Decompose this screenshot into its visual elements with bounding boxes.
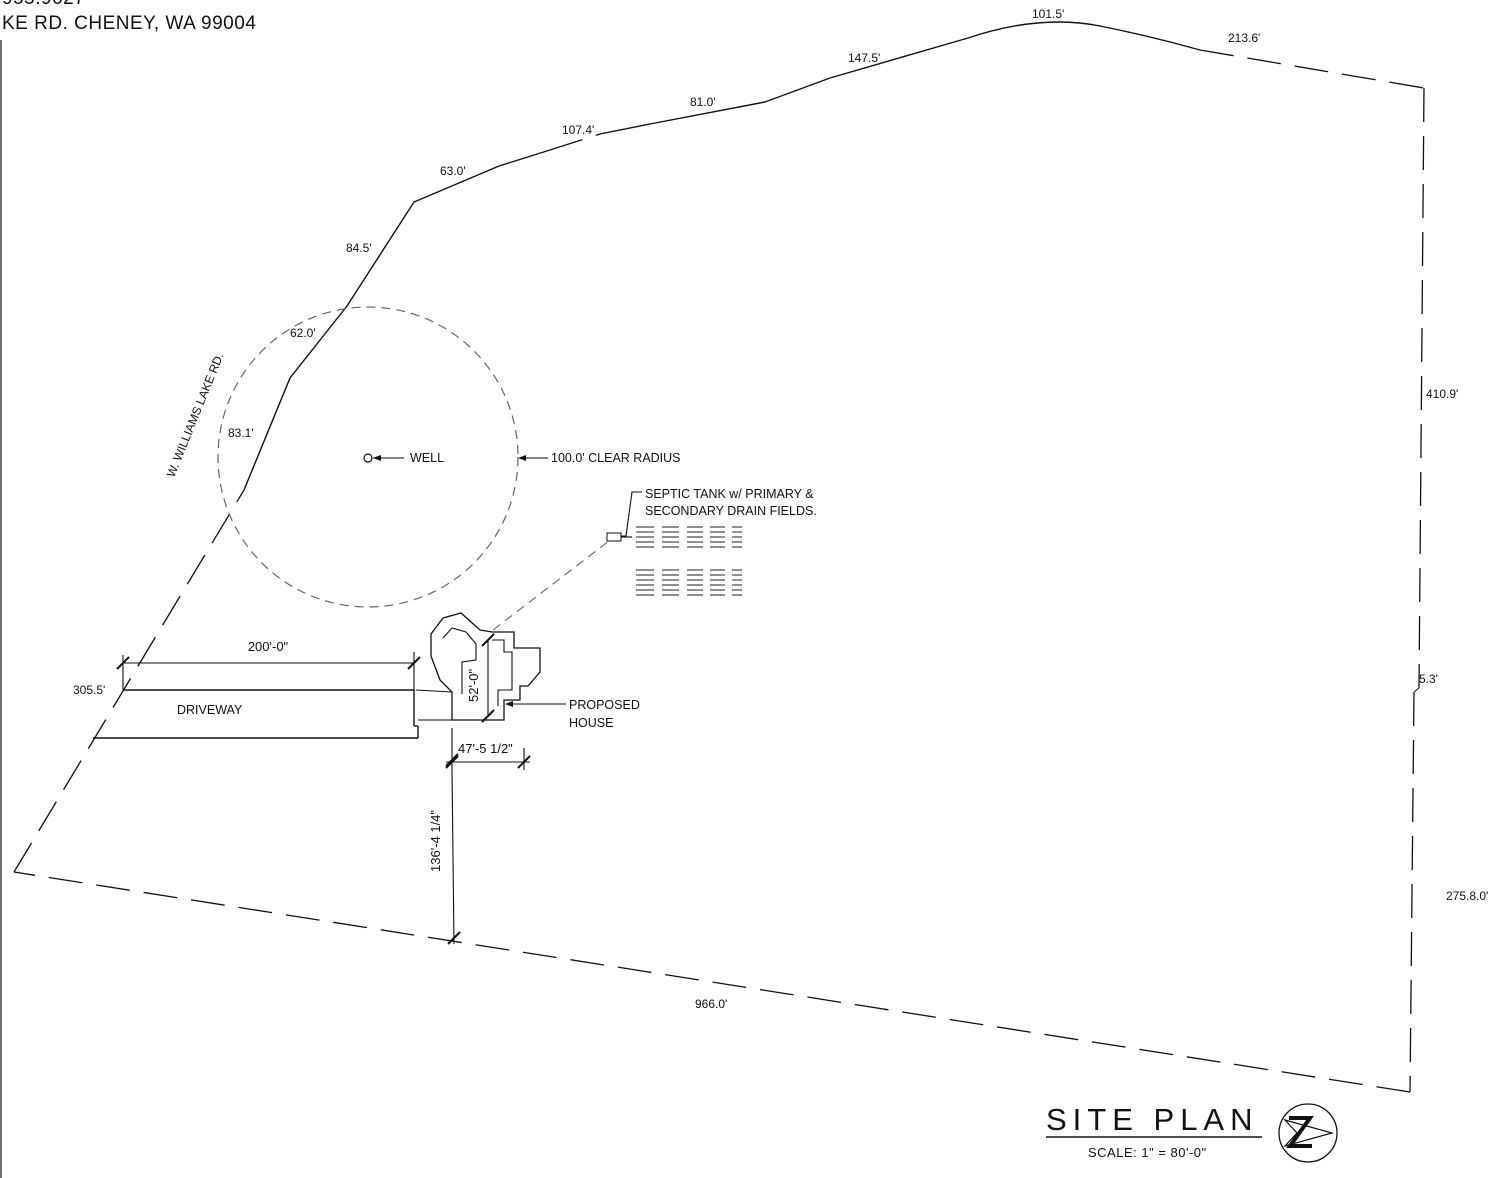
house-depth-tick-bottom — [481, 709, 495, 723]
property-boundary-seg-a — [498, 149, 551, 167]
septic-leader — [620, 491, 642, 537]
boundary-dim-213-6: 213.6' — [1228, 31, 1260, 45]
driveway-dimension-tick-left — [116, 656, 130, 670]
property-boundary-west — [13, 489, 245, 873]
septic-label-line2: SECONDARY DRAIN FIELDS. — [645, 504, 817, 518]
sewer-line — [492, 540, 610, 631]
property-boundary-northeast — [1199, 49, 1425, 89]
boundary-dim-83-1: 83.1' — [228, 426, 254, 440]
driveway-house-connection — [415, 689, 453, 721]
proposed-house-inner-line-2 — [492, 639, 513, 706]
house-width-tick-right — [517, 755, 531, 769]
driveway-length-label: 200'-0" — [248, 639, 289, 654]
boundary-dim-305-5: 305.5' — [73, 683, 105, 697]
setback-tick-top — [445, 753, 459, 767]
site-plan-title: SITE PLAN — [1046, 1102, 1259, 1137]
septic-tank — [606, 532, 622, 542]
property-boundary-east-lower — [1409, 691, 1415, 1093]
boundary-dim-966-0: 966.0' — [695, 997, 727, 1011]
boundary-dim-63-0: 63.0' — [440, 164, 466, 178]
property-boundary-south — [13, 871, 1411, 1093]
road-label: W. WILLIAMS LAKE RD. — [164, 351, 227, 479]
boundary-dim-147-5: 147.5' — [848, 51, 880, 65]
proposed-house-inner-line — [442, 627, 477, 694]
driveway-dimension-tick-right — [407, 656, 421, 670]
property-boundary-jog — [1413, 687, 1420, 693]
radius-label: 100.0' CLEAR RADIUS — [551, 451, 681, 465]
property-boundary-east-upper — [1418, 87, 1425, 689]
setback-dimension-line — [451, 769, 455, 945]
radius-leader-arrow — [518, 455, 526, 461]
house-width-tick-left — [445, 755, 459, 769]
well-leader-arrow — [373, 455, 381, 461]
well-clear-radius-circle — [217, 306, 519, 608]
property-boundary-northwest — [243, 165, 500, 491]
septic-label-line1: SEPTIC TANK w/ PRIMARY & — [645, 487, 814, 501]
header-address-fragment: KE RD. CHENEY, WA 99004 — [2, 13, 257, 34]
boundary-dim-101-5: 101.5' — [1032, 7, 1064, 21]
boundary-dim-62-0: 62.0' — [290, 326, 316, 340]
property-boundary-north — [599, 37, 969, 135]
well-label: WELL — [410, 451, 444, 465]
house-label-line2: HOUSE — [569, 716, 613, 730]
north-arrow-icon — [1278, 1103, 1338, 1163]
driveway-label: DRIVEWAY — [177, 703, 243, 717]
boundary-dim-410-9: 410.9' — [1426, 387, 1458, 401]
boundary-dim-84-5: 84.5' — [346, 241, 372, 255]
house-width-label: 47'-5 1/2" — [458, 741, 513, 756]
well-marker — [363, 453, 373, 463]
primary-drain-field — [636, 526, 742, 548]
boundary-dim-5-3: 5.3' — [1419, 672, 1438, 686]
house-label-line1: PROPOSED — [569, 698, 640, 712]
setback-tick-bottom — [447, 931, 461, 945]
boundary-dim-275-8: 275.8.0' — [1446, 889, 1488, 903]
house-depth-tick-top — [481, 633, 495, 647]
setback-label: 136'-4 1/4" — [428, 810, 443, 872]
house-leader-arrow — [505, 701, 513, 707]
boundary-dim-107-4: 107.4' — [562, 123, 594, 137]
boundary-dim-81-0: 81.0' — [690, 95, 716, 109]
house-depth-label: 52'-0" — [466, 668, 481, 702]
header-phone-fragment: 955.9627 — [2, 0, 85, 10]
secondary-drain-field — [636, 569, 742, 596]
property-boundary-seg-b — [549, 133, 601, 151]
scale-label: SCALE: 1" = 80'-0" — [1088, 1145, 1207, 1160]
property-boundary-curve — [967, 21, 1201, 51]
driveway — [93, 689, 419, 739]
